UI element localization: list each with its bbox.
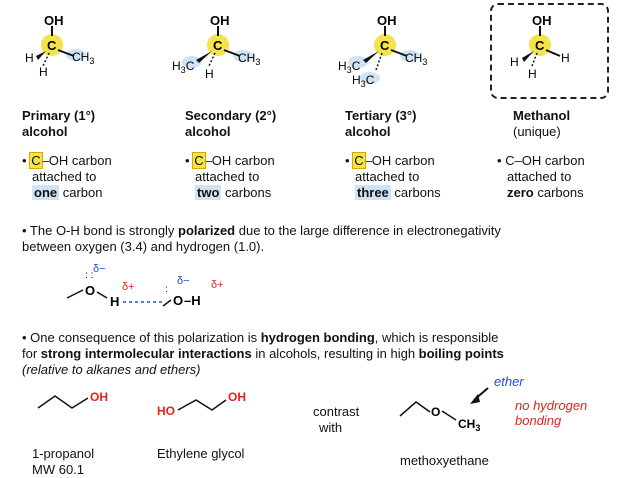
examples-structures: OH HO OH O CH3 [37,387,489,433]
svg-text::: : [165,284,168,295]
no-hbonding-label: no hydrogen bonding [515,398,588,428]
primary-title: Primary (1°) [22,108,96,123]
methanol-sub: (unique) [513,124,561,139]
secondary-sub: alcohol [185,124,231,139]
svg-text:CH3: CH3 [458,417,480,433]
secondary-desc: • C–OH carbon attached to two carbons [185,152,275,200]
svg-text:CH3: CH3 [72,50,94,66]
svg-text:H: H [528,67,537,81]
secondary-molecule: OH C H3C H CH3 [172,13,260,81]
glycol-name: Ethylene glycol [157,446,245,461]
svg-text:H: H [561,51,570,65]
svg-text:C: C [47,38,57,53]
propanol-mw: MW 60.1 [32,462,85,477]
svg-text:OH: OH [532,13,552,28]
svg-text:H3C: H3C [352,73,375,89]
svg-text:O: O [85,283,95,298]
svg-text:C: C [380,38,390,53]
svg-text:: :: : : [85,270,93,281]
contrast-label: contrast with [313,404,360,435]
svg-text:δ−: δ− [177,275,190,287]
ether-structure: O CH3 [399,387,489,433]
svg-text:OH: OH [90,390,108,404]
glycol-structure: HO OH [157,390,246,418]
svg-text:H: H [39,65,48,79]
propanol-name: 1-propanol [32,446,95,461]
svg-text:CH3: CH3 [238,51,260,67]
methanol-box [490,3,609,99]
svg-text:HO: HO [157,404,175,418]
hydrogen-bond-diagram: δ− : : O H δ+ : δ− O –H δ+ [66,263,224,309]
svg-text:H: H [110,294,119,309]
svg-text:CH3: CH3 [405,51,427,67]
svg-text:–H: –H [184,293,201,308]
methanol-desc: • C–OH carbon attached to zero carbons [497,153,585,200]
svg-text:C: C [213,38,223,53]
svg-text:C: C [535,38,545,53]
svg-text:δ+: δ+ [122,281,135,293]
svg-text:δ+: δ+ [211,279,224,291]
svg-text:O: O [173,293,183,308]
hbonding-text: • One consequence of this polarization i… [22,330,504,377]
tertiary-desc: • C–OH carbon attached to three carbons [345,152,441,200]
ether-label: ether [494,374,524,389]
svg-text:H3C: H3C [172,59,195,75]
primary-molecule: OH C H H CH3 [25,13,94,79]
primary-oh: OH [44,13,64,28]
tertiary-sub: alcohol [345,124,391,139]
svg-text:δ−: δ− [93,263,106,275]
svg-text:H3C: H3C [338,59,361,75]
svg-text:O: O [431,405,440,419]
svg-text:H: H [510,55,519,69]
svg-text:OH: OH [228,390,246,404]
polarization-text: • The O-H bond is strongly polarized due… [22,223,501,254]
primary-sub: alcohol [22,124,68,139]
methanol-title: Methanol [513,108,571,123]
propanol-structure: OH [37,390,108,409]
primary-desc: • C–OH carbon attached to one carbon [22,152,112,200]
svg-text:OH: OH [210,13,230,28]
svg-text:H: H [25,51,34,65]
svg-text:H: H [205,67,214,81]
secondary-title: Secondary (2°) [185,108,277,123]
ether-name: methoxyethane [400,453,489,468]
primary-alcohol-structure: OH C H H CH3 OH C H3C H CH3 OH C H3C H3C… [25,13,570,89]
methanol-molecule: OH C H H H [510,13,570,81]
tertiary-molecule: OH C H3C H3C CH3 [338,13,427,89]
svg-text:OH: OH [377,13,397,28]
tertiary-title: Tertiary (3°) [345,108,417,123]
